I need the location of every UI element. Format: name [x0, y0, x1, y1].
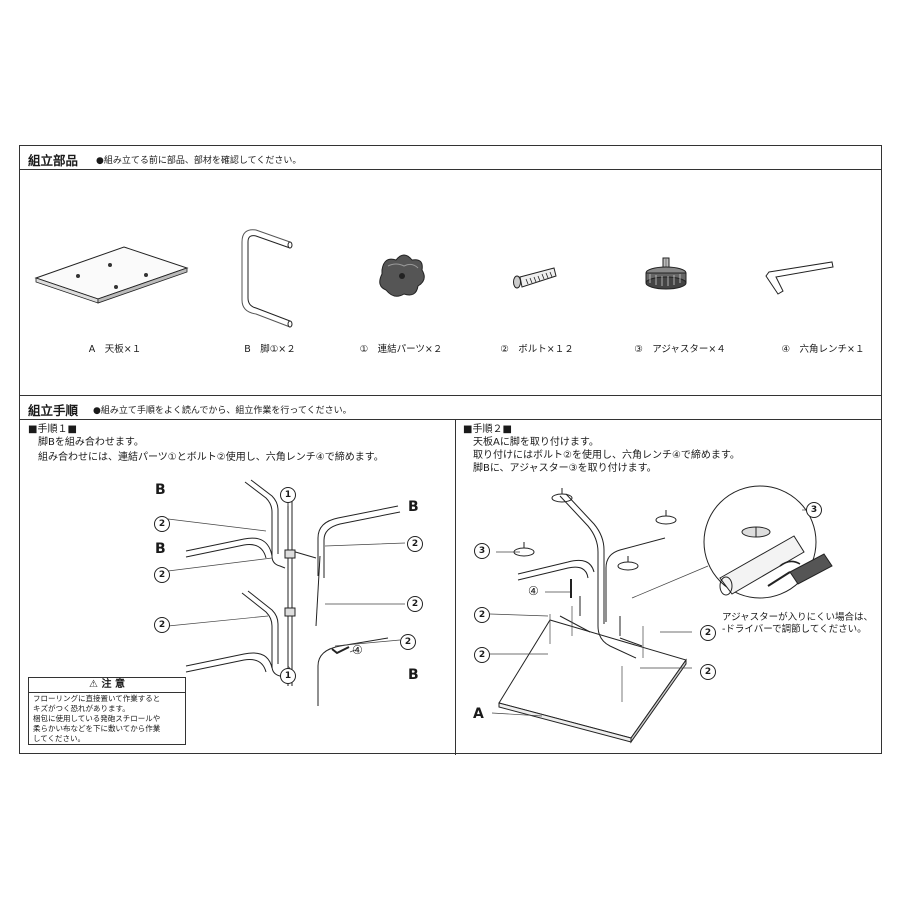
steps-note: ●組み立て手順をよく読んでから、組立作業を行ってください。	[93, 406, 352, 416]
step2-line-3: 脚Bに、アジャスター③を取り付けます。	[473, 463, 657, 474]
step2-line-1: 天板Aに脚を取り付けます。	[473, 437, 599, 448]
steps-title: 組立手順	[28, 403, 79, 418]
connector-icon	[379, 254, 425, 297]
step1-callout-bolt-3: 2	[154, 617, 170, 633]
part-label-adjuster: ③ アジャスター×４	[634, 344, 726, 355]
step2-label-A: A	[473, 706, 484, 722]
step1-heading: ■手順１■	[28, 424, 77, 435]
step1-label-B-1: B	[155, 482, 166, 498]
step1-label-B-4: B	[408, 667, 419, 683]
leg-icon	[241, 229, 293, 328]
step2-callout-bolt-3: 2	[700, 625, 716, 641]
step2-diagram	[489, 485, 833, 744]
step2-callout-wrench: ④	[528, 584, 539, 598]
part-label-bolt: ② ボルト×１２	[500, 344, 574, 355]
step1-callout-bolt-4: 2	[407, 536, 423, 552]
steps-divider	[455, 420, 456, 755]
caution-line-4: 柔らかい布などを下に敷いてから作業	[33, 724, 161, 733]
caution-line-2: キズがつく恐れがあります。	[33, 704, 130, 713]
step1-line-2: 組み合わせには、連結パーツ①とボルト②使用し、六角レンチ④で締めます。	[38, 452, 384, 463]
step2-callout-bolt-4: 2	[700, 664, 716, 680]
step1-callout-bolt-2: 2	[154, 567, 170, 583]
step1-callout-connector-bottom: 1	[280, 668, 296, 684]
step1-callout-bolt-5: 2	[407, 596, 423, 612]
part-label-tabletop: A 天板×１	[88, 344, 142, 355]
step1-label-B-3: B	[408, 499, 419, 515]
caution-line-3: 梱包に使用している発砲スチロールや	[33, 714, 161, 723]
step2-line-2: 取り付けにはボルト②を使用し、六角レンチ④で締めます。	[473, 450, 740, 461]
caution-line-5: してください。	[33, 734, 86, 743]
adjuster-icon	[645, 257, 687, 290]
bolt-icon	[513, 267, 557, 289]
parts-title: 組立部品	[28, 153, 79, 168]
step1-callout-bolt-1: 2	[154, 516, 170, 532]
step-diagrams	[167, 479, 833, 744]
hex-wrench-icon	[765, 261, 834, 295]
step1-line-1: 脚Bを組み合わせます。	[38, 437, 144, 448]
step1-label-B-2: B	[155, 541, 166, 557]
step2-heading: ■手順２■	[463, 424, 512, 435]
step1-callout-connector-top: 1	[280, 487, 296, 503]
section-divider	[20, 395, 881, 396]
step2-callout-bolt-1: 2	[474, 607, 490, 623]
part-label-hex-wrench: ④ 六角レンチ×１	[781, 344, 865, 355]
step1-callout-bolt-6: 2	[400, 634, 416, 650]
step2-adjuster-note-1: アジャスターが入りにくい場合は、	[722, 612, 873, 623]
step2-adjuster-note-2: -ドライバーで調節してください。	[722, 624, 867, 635]
step2-callout-bolt-2: 2	[474, 647, 490, 663]
tabletop-icon	[34, 246, 189, 304]
parts-illustrations	[34, 229, 834, 328]
part-label-leg: B 脚①×２	[244, 344, 296, 355]
part-label-connector: ① 連結パーツ×２	[359, 344, 443, 355]
step1-diagram	[167, 479, 406, 706]
caution-title: ⚠ 注 意	[29, 678, 185, 693]
parts-note: ●組み立てる前に部品、部材を確認してください。	[96, 156, 302, 166]
step2-callout-adjuster: 3	[474, 543, 490, 559]
parts-header: 組立部品 ●組み立てる前に部品、部材を確認してください。	[20, 146, 881, 170]
caution-line-1: フローリングに直接置いて作業すると	[33, 694, 161, 703]
instruction-sheet: 組立部品 ●組み立てる前に部品、部材を確認してください。	[19, 145, 882, 755]
steps-header: 組立手順 ●組み立て手順をよく読んでから、組立作業を行ってください。	[20, 396, 881, 420]
caution-box: ⚠ 注 意 フローリングに直接置いて作業すると キズがつく恐れがあります。 梱包…	[28, 677, 186, 745]
step1-callout-wrench: ④	[352, 643, 363, 657]
step2-callout-adjuster-inset: 3	[806, 502, 822, 518]
